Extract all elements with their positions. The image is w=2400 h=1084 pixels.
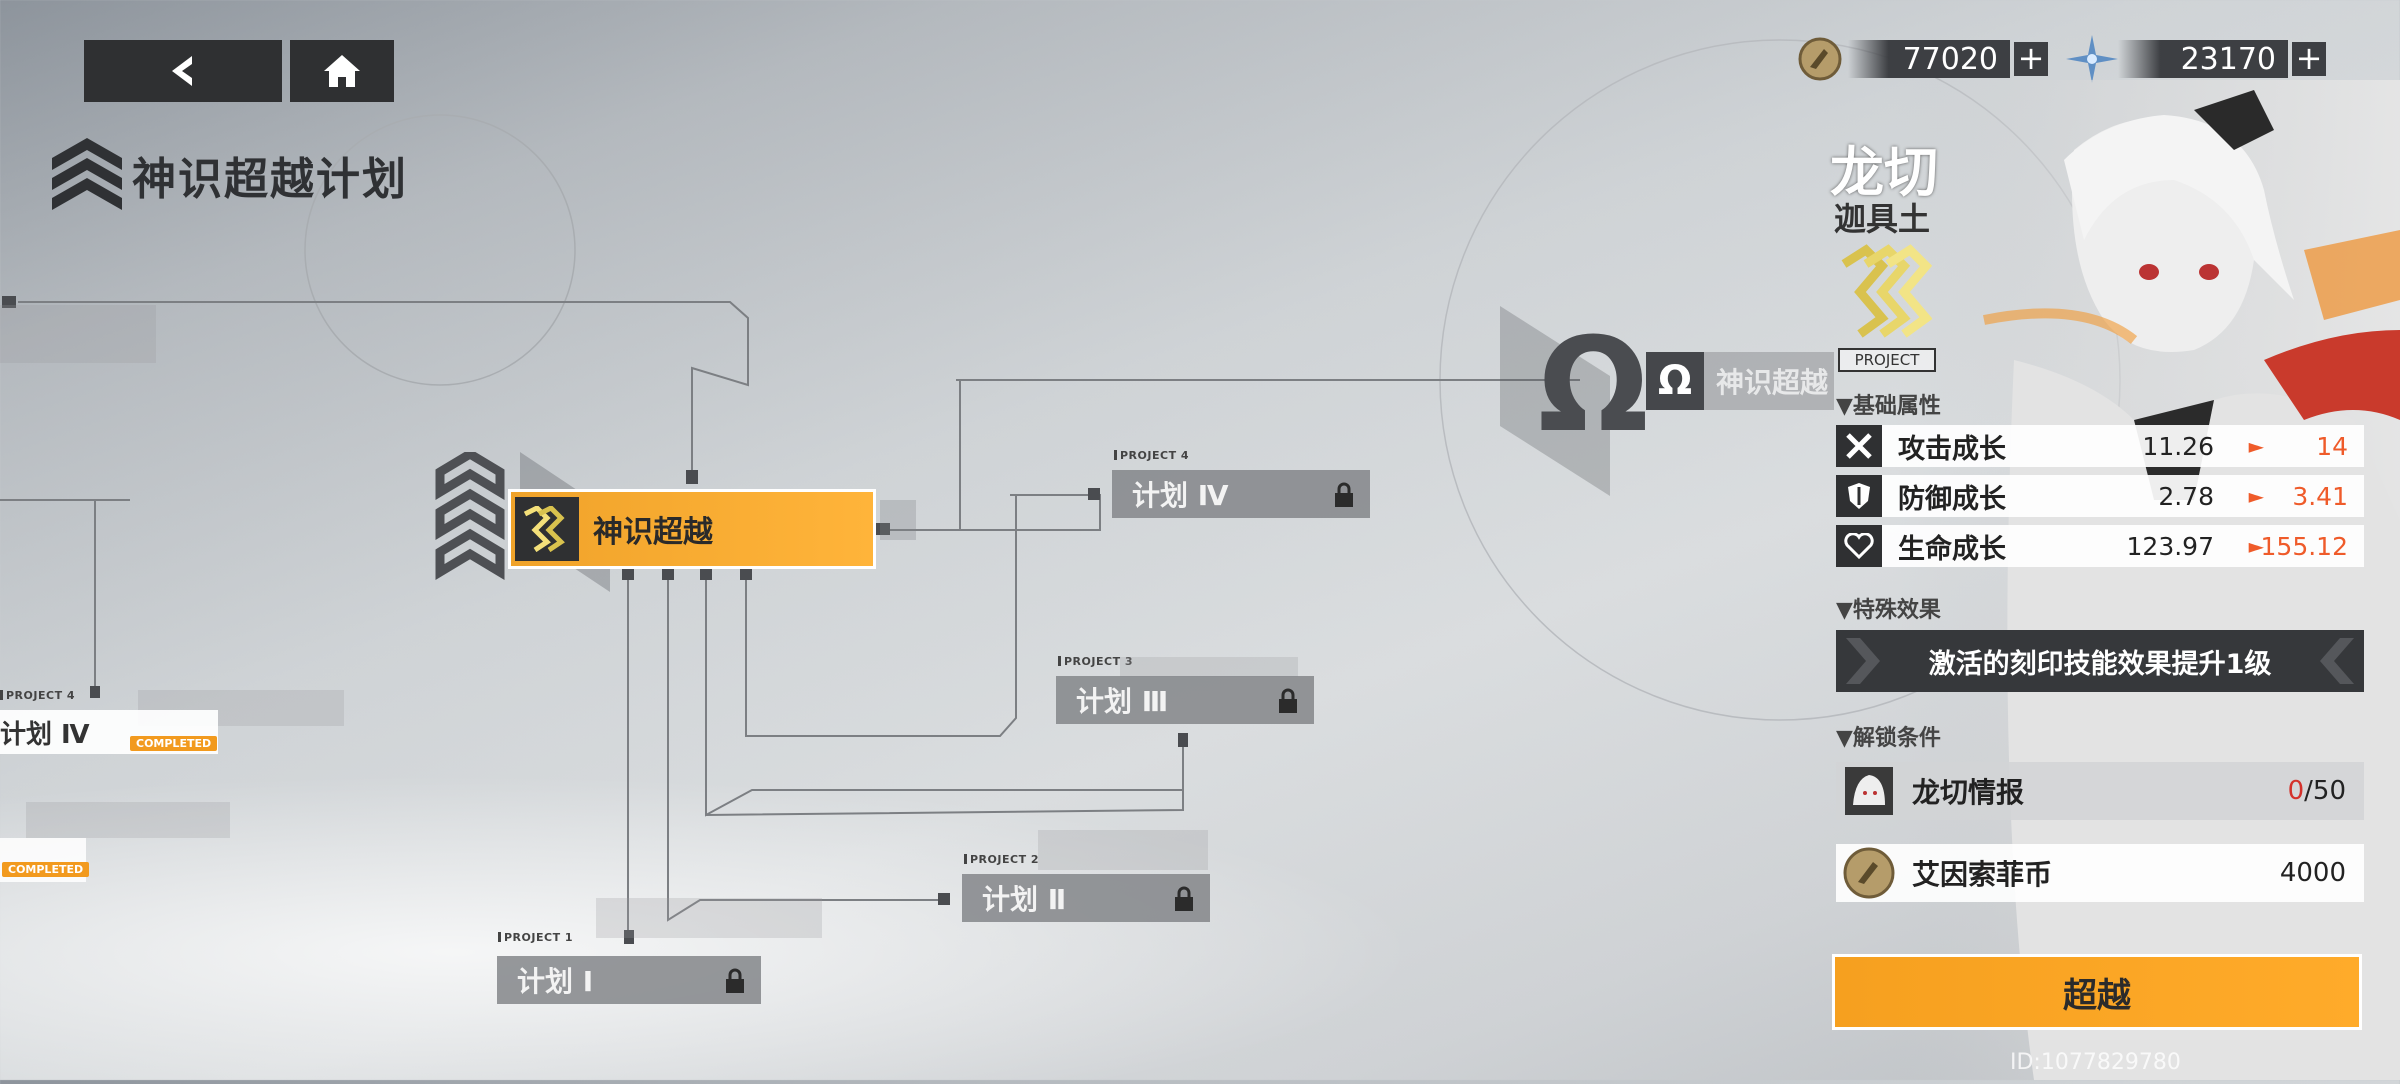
page-title: 神识超越计划 [132, 154, 408, 205]
coin-icon [1840, 844, 1898, 902]
crystal-value: 23170 [2118, 40, 2288, 78]
project-3-node[interactable]: 计划 Ⅲ [1056, 676, 1314, 724]
transcend-main-node[interactable]: 神识超越 [508, 489, 876, 569]
stat-old-value: 2.78 [2158, 481, 2214, 511]
ghost-panel [26, 802, 230, 838]
project-2-tag: PROJECT 2 [964, 853, 1039, 866]
sss-rank-icon [1841, 244, 1932, 338]
left-project-4-label: 计划 Ⅳ [0, 719, 90, 750]
stat-old-value: 123.97 [2126, 531, 2214, 561]
project-4-tag: PROJECT 4 [1114, 449, 1189, 462]
project-2-node[interactable]: 计划 Ⅱ [962, 874, 1210, 922]
coin-icon [1798, 37, 1842, 81]
stat-health: 生命成长 123.97 ► 155.12 [1836, 525, 2364, 567]
left-completed-node[interactable]: COMPLETED [0, 838, 90, 882]
requirement-count: 4000 [2279, 858, 2346, 888]
transcend-button[interactable]: 超越 [1832, 954, 2362, 1030]
heart-icon [1836, 525, 1882, 567]
character-subtitle: 迦具土 [1834, 200, 1931, 238]
project-1-label: 计划 Ⅰ [517, 965, 594, 998]
project-3-tag: PROJECT 3 [1058, 655, 1133, 668]
home-button[interactable] [290, 40, 394, 102]
coin-value: 77020 [1848, 40, 2010, 78]
stat-defense: 防御成长 2.78 ► 3.41 [1836, 475, 2364, 517]
currency-crystal: 23170 + [2066, 35, 2326, 83]
unlock-conditions-heading: ▼解锁条件 [1836, 726, 1941, 751]
stat-attack: 攻击成长 11.26 ► 14 [1836, 425, 2364, 467]
special-effect-text: 激活的刻印技能效果提升1级 [1928, 648, 2272, 680]
stat-new-value: 14 [2316, 431, 2348, 461]
sss-rank-icon [515, 497, 579, 561]
left-project-tag: PROJECT 4 [0, 689, 75, 702]
ghost-panel [1038, 830, 1208, 870]
back-arrow-icon [172, 56, 192, 86]
stat-new-value: 3.41 [2292, 481, 2348, 511]
project-2-label: 计划 Ⅱ [982, 883, 1067, 916]
attack-icon [1836, 425, 1882, 467]
defense-icon [1836, 475, 1882, 517]
stat-name: 攻击成长 [1898, 433, 2006, 465]
lock-icon [1279, 688, 1297, 713]
requirement-coin: 艾因索菲币 4000 [1836, 844, 2364, 902]
ghost-panel [596, 898, 822, 938]
light-glow [0, 760, 1500, 1080]
requirement-have: 0 [2287, 776, 2305, 806]
stat-name: 防御成长 [1898, 483, 2006, 515]
chevron-right-icon [1846, 638, 1880, 684]
project-1-tag: PROJECT 1 [498, 931, 573, 944]
next-phase-node[interactable]: Ω 神识超越 [1646, 352, 1834, 410]
completed-badge: COMPLETED [2, 862, 90, 877]
requirement-need: /50 [2304, 776, 2346, 806]
lock-icon [1175, 886, 1193, 911]
increase-arrow-icon: ► [2248, 484, 2264, 508]
home-icon [324, 55, 360, 87]
add-crystal-button[interactable]: + [2292, 42, 2326, 76]
stat-name: 生命成长 [1898, 533, 2006, 565]
ghost-panel [1120, 657, 1298, 677]
character-name: 龙切 [1830, 141, 1938, 204]
chevron-logo-icon [52, 138, 122, 210]
add-coin-button[interactable]: + [2014, 42, 2048, 76]
requirement-name: 龙切情报 [1912, 776, 2025, 809]
lock-icon [1335, 482, 1353, 507]
project-3-label: 计划 Ⅲ [1076, 685, 1169, 718]
omega-phase-icon: Ω [1538, 309, 1649, 461]
project-badge: PROJECT [1838, 348, 1936, 372]
increase-arrow-icon: ► [2248, 534, 2264, 558]
currency-coin: 77020 + [1796, 37, 2048, 81]
page-title-area: 神识超越计划 [52, 138, 408, 212]
requirement-name: 艾因索菲币 [1912, 858, 2053, 891]
ghost-panel [880, 500, 916, 540]
crystal-icon [2066, 35, 2118, 83]
project-4-label: 计划 Ⅳ [1132, 479, 1229, 512]
requirement-intel[interactable]: 龙切情报 0/50 [1836, 762, 2364, 820]
back-button[interactable] [84, 40, 282, 102]
omega-icon: Ω [1646, 352, 1704, 410]
special-effect-heading: ▼特殊效果 [1836, 598, 1941, 623]
project-4-node[interactable]: 计划 Ⅳ [1112, 470, 1370, 518]
stat-new-value: 155.12 [2260, 531, 2348, 561]
left-project-4-node[interactable]: 计划 Ⅳ COMPLETED [0, 710, 218, 754]
base-attributes-heading: ▼基础属性 [1836, 394, 1941, 419]
stat-old-value: 11.26 [2142, 431, 2214, 461]
main-node-label: 神识超越 [593, 515, 713, 550]
chevron-left-icon [2320, 638, 2354, 684]
lock-icon [726, 968, 744, 993]
completed-badge: COMPLETED [130, 736, 218, 751]
character-portrait-icon [1840, 762, 1898, 820]
ghost-panel [0, 305, 156, 363]
phase-banner-icon [1500, 306, 1610, 496]
project-1-node[interactable]: 计划 Ⅰ [497, 956, 761, 1004]
next-phase-label: 神识超越 [1716, 366, 1829, 399]
increase-arrow-icon: ► [2248, 434, 2264, 458]
special-effect-banner: 激活的刻印技能效果提升1级 [1836, 630, 2364, 692]
user-id: ID:1077829780 [2010, 1050, 2181, 1075]
requirement-count: 0/50 [2288, 776, 2346, 806]
